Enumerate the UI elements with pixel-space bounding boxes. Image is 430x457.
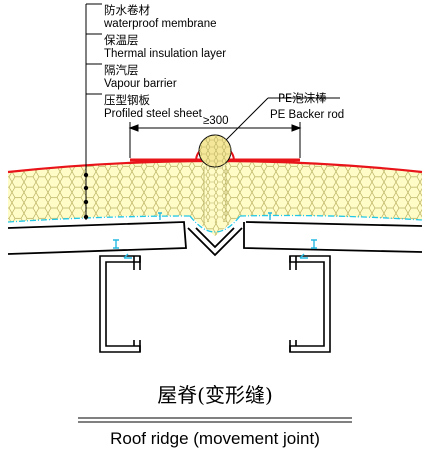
dimension-line bbox=[128, 122, 302, 158]
label-vapour-en: Vapour barrier bbox=[104, 78, 177, 90]
label-steel-cn: 压型钢板 bbox=[104, 93, 150, 107]
label-membrane-cn: 防水卷材 bbox=[104, 3, 150, 17]
c-purlin-right bbox=[289, 255, 331, 353]
backer-rod-leader bbox=[225, 97, 340, 141]
c-purlin-left bbox=[99, 255, 141, 353]
label-vapour-cn: 隔汽层 bbox=[104, 63, 139, 77]
label-insulation-cn: 保温层 bbox=[104, 33, 139, 47]
profiled-steel-sheet bbox=[7, 221, 423, 257]
layer-leader-line bbox=[83, 3, 102, 220]
label-backer-en: PE Backer rod bbox=[270, 109, 344, 121]
caption-cn: 屋脊(变形缝) bbox=[157, 383, 273, 407]
label-insulation-en: Thermal insulation layer bbox=[104, 48, 226, 60]
vapour-barrier-line bbox=[7, 214, 423, 233]
label-steel-en: Profiled steel sheet bbox=[104, 108, 203, 120]
caption-en: Roof ridge (movement joint) bbox=[110, 429, 320, 448]
label-membrane-en: waterproof membrane bbox=[103, 18, 217, 30]
pe-backer-rod bbox=[198, 134, 232, 168]
thermal-insulation-layer bbox=[8, 161, 422, 236]
label-backer-cn: PE泡沫棒 bbox=[278, 91, 327, 105]
dimension-label: ≥300 bbox=[203, 115, 229, 127]
caption-rules bbox=[78, 417, 352, 423]
fastener-marks bbox=[113, 212, 317, 259]
